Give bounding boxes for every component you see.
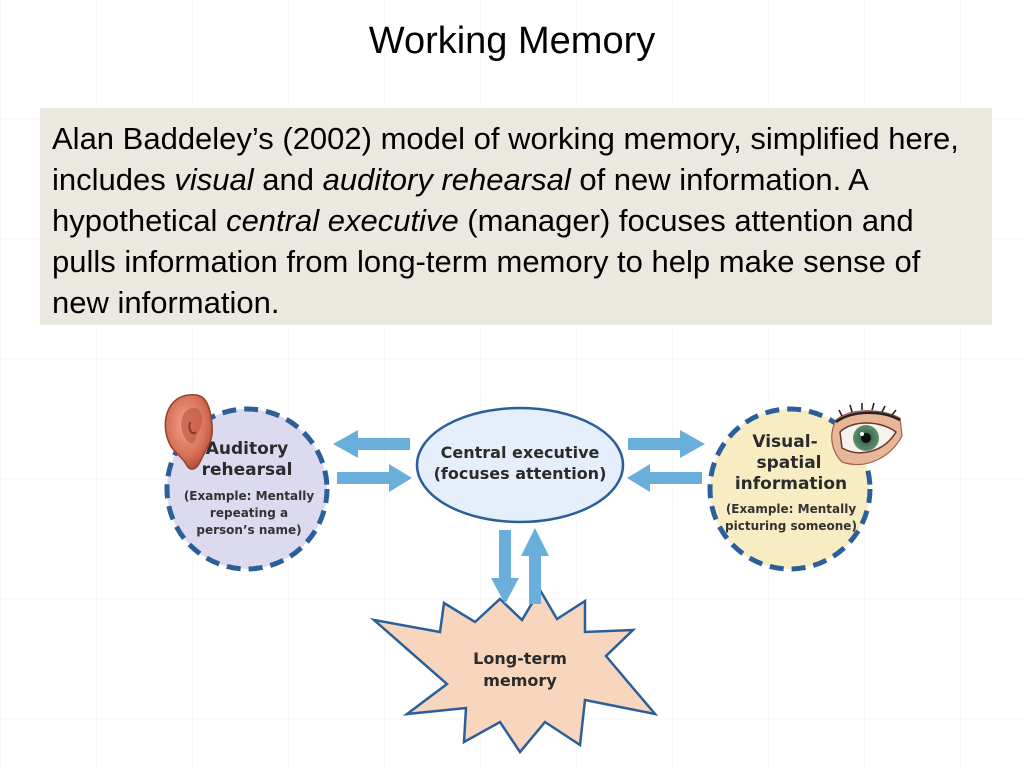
ear-icon	[164, 394, 214, 470]
summary-part1: Alan Baddeley’s (2002) model of working …	[52, 121, 959, 197]
auditory-label-line2: rehearsal	[202, 460, 293, 480]
arrow-from-longterm	[521, 528, 549, 604]
longterm-label-line2: memory	[483, 671, 557, 690]
summary-central: central executive	[226, 203, 459, 238]
arrow-from-auditory	[337, 464, 412, 492]
visual-circle	[707, 406, 873, 572]
central-label-line1: Central executive	[441, 443, 600, 462]
visual-label-line2: spatial	[756, 453, 821, 473]
eye-icon	[831, 402, 903, 466]
arrows	[333, 430, 705, 604]
visual-example-line2: picturing someone)	[725, 519, 857, 533]
longterm-label-line1: Long-term	[473, 649, 567, 668]
central-label-line2: (focuses attention)	[434, 464, 607, 483]
summary-text-box: Alan Baddeley’s (2002) model of working …	[40, 108, 992, 325]
auditory-example-line3: person’s name)	[196, 523, 301, 537]
longterm-starburst	[369, 587, 659, 755]
summary-visual: visual	[174, 162, 254, 197]
arrow-to-visual	[628, 430, 705, 458]
central-ellipse	[415, 406, 625, 524]
visual-example-line1: (Example: Mentally	[726, 502, 857, 516]
summary-auditory: auditory rehearsal	[322, 162, 571, 197]
arrow-from-visual	[627, 464, 702, 492]
summary-part3: (manager) focuses attention and pulls in…	[52, 203, 921, 320]
arrow-to-auditory	[333, 430, 410, 458]
visual-label-line1: Visual-	[752, 432, 817, 452]
long-term-memory-node: Long-term memory	[369, 587, 659, 755]
auditory-example-line2: repeating a	[210, 506, 288, 520]
auditory-rehearsal-node: Auditory rehearsal (Example: Mentally re…	[164, 406, 330, 572]
auditory-label-line1: Auditory	[206, 439, 289, 459]
auditory-example-line1: (Example: Mentally	[184, 489, 315, 503]
summary-and: and	[253, 162, 323, 197]
page-title: Working Memory	[368, 20, 656, 62]
summary-part2: of new information. A hypothetical	[52, 162, 868, 238]
visual-spatial-node: Visual- spatial information (Example: Me…	[707, 406, 873, 572]
central-executive-node: Central executive (focuses attention)	[415, 406, 625, 524]
arrow-to-longterm	[491, 530, 519, 604]
visual-label-line3: information	[735, 474, 847, 494]
